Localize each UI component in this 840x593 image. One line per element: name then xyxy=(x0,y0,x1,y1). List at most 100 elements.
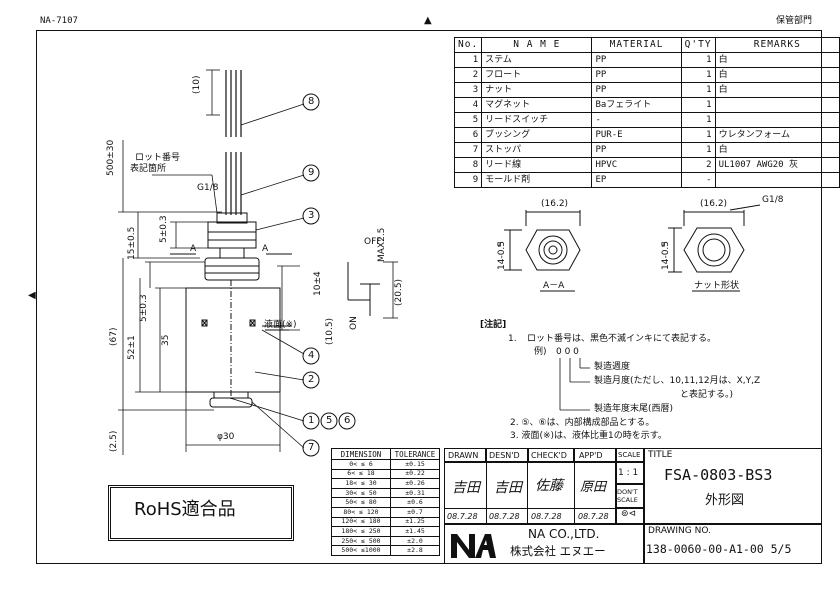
dim-5a: 5±0.3 xyxy=(159,215,169,243)
nut-height-tol: 0 xyxy=(661,241,666,249)
table-row: 30< ≤ 50±0.31 xyxy=(331,487,440,499)
lot-location-label: 表記箇所 xyxy=(130,164,167,174)
lot-bracket xyxy=(559,358,590,411)
lead-wires xyxy=(225,70,242,215)
thread-label: G1/8 xyxy=(197,183,219,193)
cell-scale-header xyxy=(616,448,644,462)
dim-52: 52±1 xyxy=(127,335,137,360)
table-row: 180< ≤ 250±1.45 xyxy=(331,526,440,537)
dim-35: 35 xyxy=(161,334,171,346)
table-row: 250< ≤ 500±2.0 xyxy=(331,535,440,547)
tol-col-dimension: DIMENSION xyxy=(331,448,391,460)
section-height-tol: 0 xyxy=(497,241,502,249)
cell-company xyxy=(444,524,644,564)
cell-title xyxy=(644,448,822,524)
lot-month-2: と表記する。) xyxy=(680,390,734,400)
max-2-5: MAX2.5 xyxy=(377,227,387,262)
cell-sig-row xyxy=(444,462,616,524)
lot-year: 製造年度末尾(西暦) xyxy=(594,404,674,414)
nut-thread: G1/8 xyxy=(762,195,784,205)
title-label: TITLE xyxy=(648,450,673,460)
dim-15: 15±0.5 xyxy=(127,226,137,260)
nut-caption: ナット形状 xyxy=(694,281,740,291)
nut-upper xyxy=(207,221,257,249)
drawing-frame xyxy=(36,30,822,564)
cell-dont-scale xyxy=(616,484,644,508)
storage-department: 保管部門 xyxy=(776,16,813,26)
switch-symbol xyxy=(347,262,380,316)
float-body xyxy=(185,287,281,393)
cell-desnd-header xyxy=(486,448,528,462)
cell-drawn-header xyxy=(444,448,486,462)
rohs-badge xyxy=(108,485,294,541)
label-drawn: DRAWN xyxy=(448,451,479,460)
signature-desnd: 吉田 xyxy=(494,480,522,496)
date-desnd: 08.7.28 xyxy=(489,512,520,521)
dimension-lines xyxy=(118,69,398,455)
note-2: 2. ⑤、⑥は、内部構成部品とする。 xyxy=(510,418,655,428)
dim-67: (67) xyxy=(109,327,119,346)
section-aa-view xyxy=(504,210,581,292)
table-row: 50< ≤ 80±0.6 xyxy=(331,497,440,508)
center-mark-top-icon: ▲ xyxy=(424,15,432,26)
tol-col-tolerance: TOLERANCE xyxy=(390,448,440,460)
callout-1: 1 xyxy=(308,415,315,426)
cell-drawing-no xyxy=(644,524,822,564)
drawing-number: 138-0060-00-A1-00 5/5 xyxy=(646,542,792,556)
drawing-title: FSA-0803-BS3 xyxy=(664,466,773,484)
callout-5: 5 xyxy=(326,415,333,426)
section-width-dim: (16.2) xyxy=(541,199,569,209)
section-caption: A－A xyxy=(543,281,565,291)
doc-code: NA-7107 xyxy=(40,16,78,26)
table-row: 80< ≤ 120±0.7 xyxy=(331,506,440,518)
cell-scale-val xyxy=(616,462,644,484)
table-row: 120< ≤ 180±1.25 xyxy=(331,516,440,528)
callout-7: 7 xyxy=(308,442,315,453)
center-mark-left-icon: ◀ xyxy=(28,290,36,301)
table-row: 18< ≤ 30±0.26 xyxy=(331,478,440,489)
callout-4: 4 xyxy=(308,350,315,361)
table-row: 500< ≤1000±2.8 xyxy=(331,545,440,556)
nut-width-dim: (16.2) xyxy=(700,199,728,209)
cell-checkd-header xyxy=(528,448,574,462)
label-appd: APP'D xyxy=(579,451,603,460)
stem-top xyxy=(216,212,248,224)
callout-6: 6 xyxy=(344,415,351,426)
dim-500: 500±30 xyxy=(106,139,116,176)
table-row: 6< ≤ 18±0.22 xyxy=(331,468,440,480)
cell-projection xyxy=(616,508,644,524)
signature-drawn: 吉田 xyxy=(452,480,480,496)
cell-appd-header xyxy=(574,448,616,462)
date-checkd: 08.7.28 xyxy=(531,512,562,521)
liquid-level-label: 液面(※) xyxy=(264,320,297,330)
nut-shape-view xyxy=(668,204,761,292)
date-drawn: 08.7.28 xyxy=(447,512,478,521)
off-label: OFF xyxy=(364,237,382,247)
label-checkd: CHECK'D xyxy=(531,451,567,460)
callout-circles xyxy=(302,93,356,457)
callout-9: 9 xyxy=(308,167,315,178)
callout-2: 2 xyxy=(308,374,315,385)
dim-20-5: (20.5) xyxy=(394,278,404,306)
company-name-en: NA CO.,LTD. xyxy=(528,527,600,541)
dim-phi30: φ30 xyxy=(217,432,235,442)
date-appd: 08.7.28 xyxy=(578,512,609,521)
note-example: 例) xyxy=(534,347,547,357)
drawing-subtitle: 外形図 xyxy=(705,493,745,508)
nut-lower xyxy=(204,257,260,281)
table-row: 0< ≤ 6±0.15 xyxy=(331,459,440,470)
dim-10-5: (10.5) xyxy=(325,317,335,345)
notes-title: [注記] xyxy=(480,320,507,330)
on-label: ON xyxy=(349,316,359,330)
callout-8: 8 xyxy=(308,96,315,107)
signature-checkd: 佐藤 xyxy=(535,478,563,494)
dim-5b: 5±0.3 xyxy=(139,294,149,322)
note-1: ロット番号は、黒色不滅インキにて表記する。 xyxy=(527,334,717,344)
dim-2-5: (2.5) xyxy=(109,430,119,452)
rohs-label: RoHS適合品 xyxy=(134,499,236,520)
